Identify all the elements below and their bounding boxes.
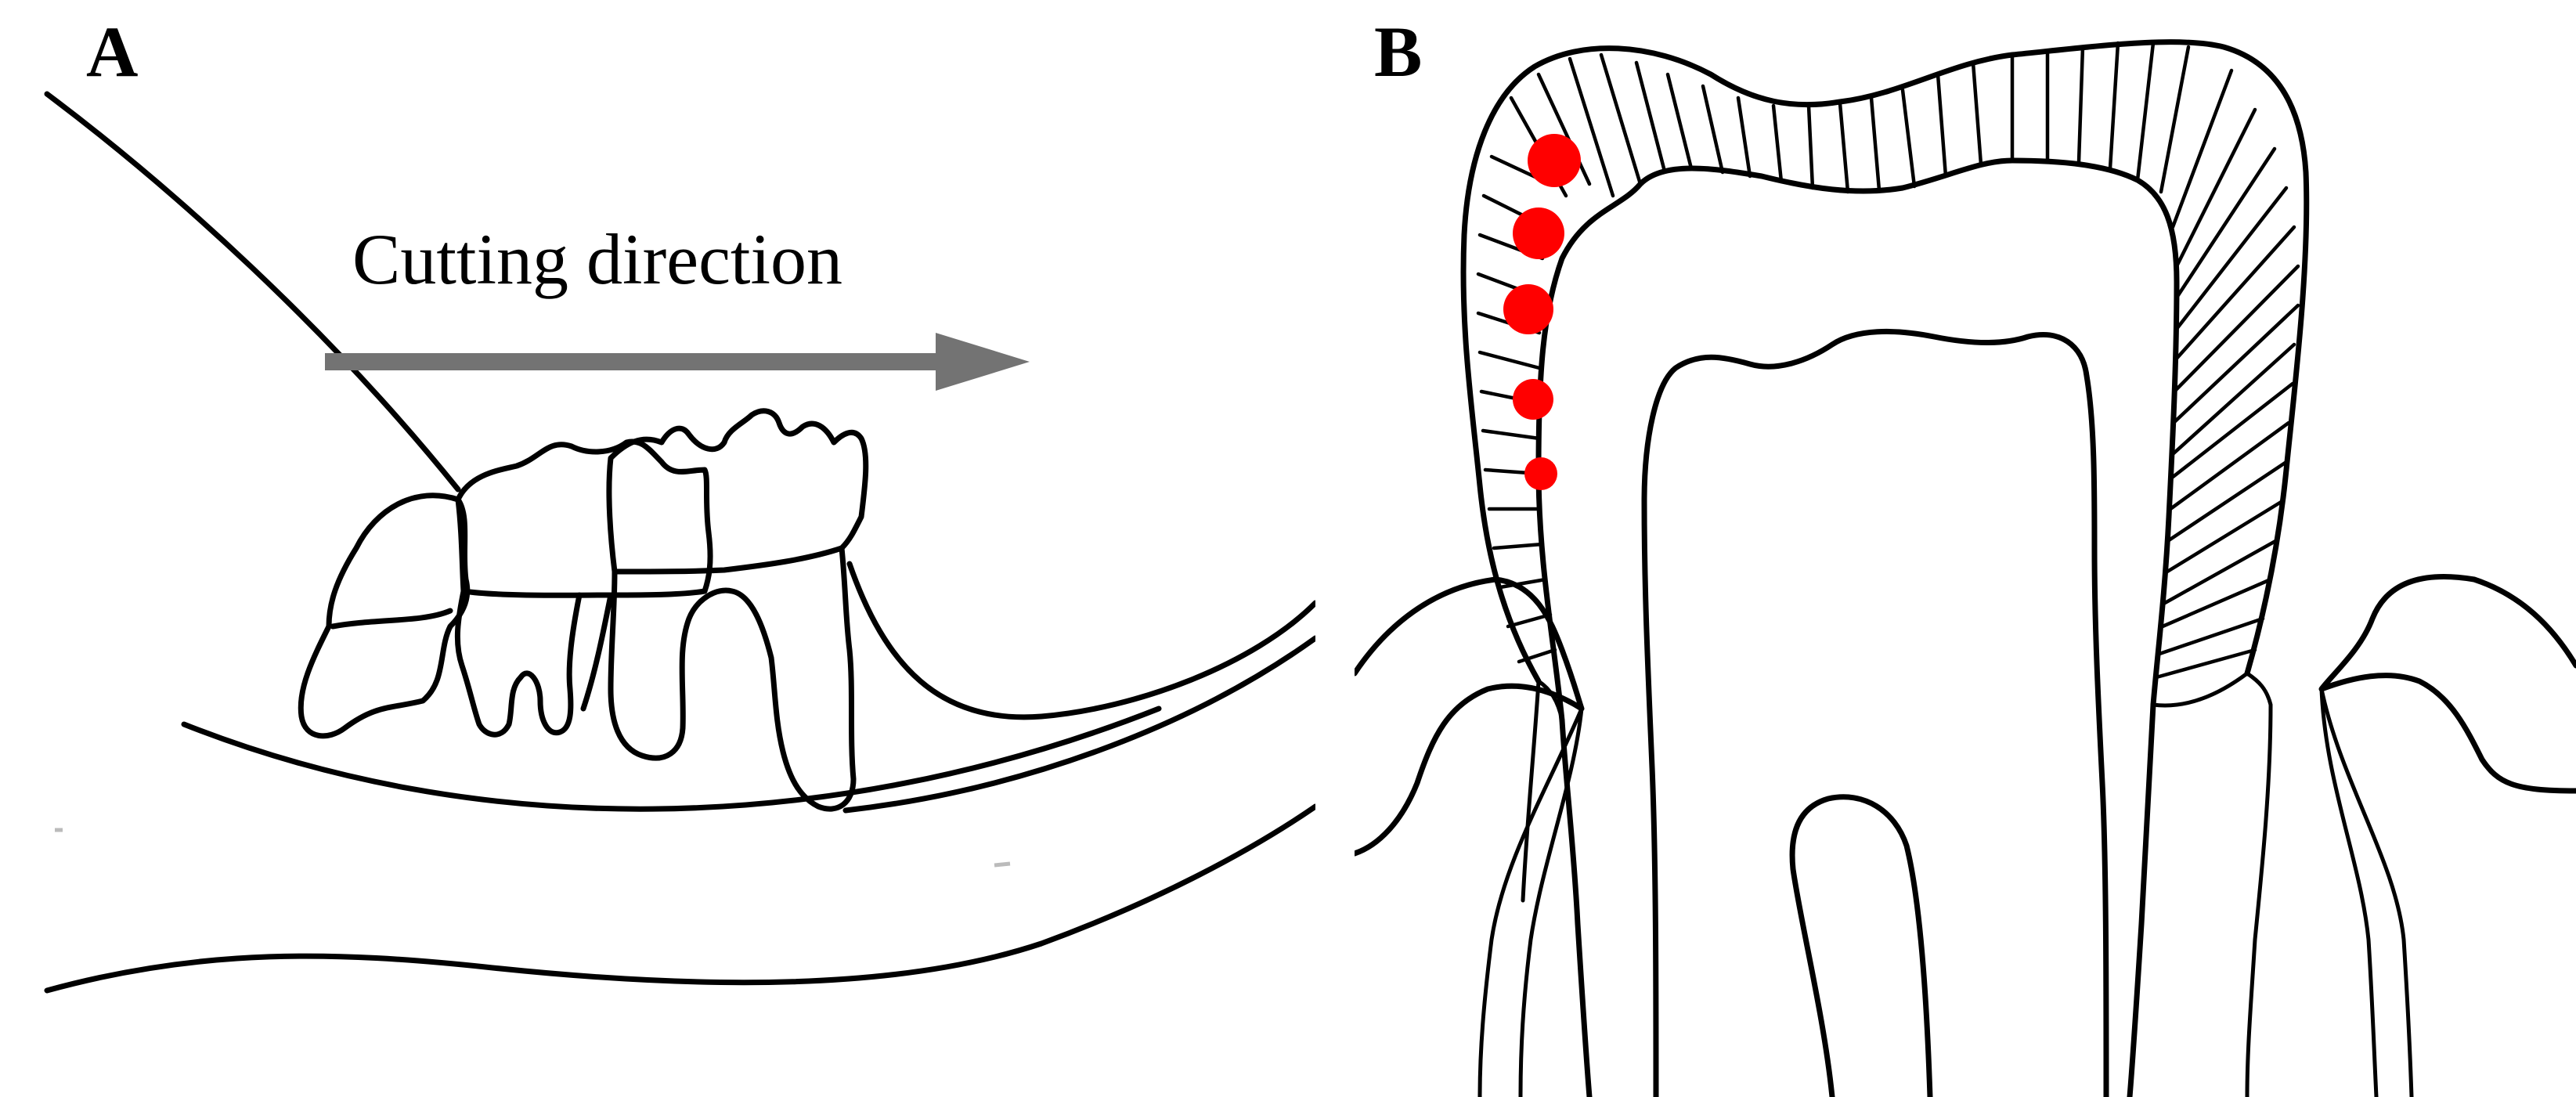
gingiva-curve-inner <box>842 635 1315 814</box>
pulp-chamber <box>1641 328 2109 1097</box>
cervical-line-left <box>1536 679 1564 723</box>
enamel-rod-line <box>1517 648 1557 664</box>
sample-point-dot <box>1513 207 1564 259</box>
enamel-rod-line <box>2167 460 2289 543</box>
enamel-rod-line <box>1900 88 1917 189</box>
enamel-rod-line <box>2170 68 2234 229</box>
enamel-rod-line <box>1736 96 1752 179</box>
enamel-rod-hatching <box>1476 41 2300 680</box>
sample-points <box>1503 134 1581 490</box>
enamel-rod-line <box>1634 60 1666 171</box>
tooth-tilted-premolar <box>298 493 471 739</box>
gingiva-right <box>2318 574 2576 794</box>
enamel-rod-line <box>1665 72 1694 171</box>
sample-point-dot <box>1528 134 1581 187</box>
enamel-rod-line <box>2135 41 2156 182</box>
panel-a: A Cutting direction <box>44 12 1315 994</box>
cervical-line-right <box>2245 671 2273 1097</box>
periodontal-line-left-2 <box>1518 706 1584 1097</box>
enamel-rod-line <box>1506 612 1553 629</box>
enamel-rod-line <box>2108 41 2120 171</box>
enamel-rod-line <box>1536 72 1592 186</box>
enamel-rod-line <box>2160 577 2273 629</box>
enamel-rod-line <box>1481 428 1542 441</box>
sample-point-dot <box>1513 379 1553 420</box>
enamel-rod-line <box>2173 225 2296 363</box>
enamel-rod-line <box>1971 60 1983 167</box>
panel-b: B <box>1355 0 2576 1097</box>
soft-tissue-line <box>44 91 461 493</box>
tooth-molar <box>606 408 869 812</box>
enamel-rod-line <box>1869 96 1881 193</box>
enamel-rod-line <box>1568 56 1615 198</box>
enamel-rod-line <box>2165 499 2285 574</box>
enamel-rod-line <box>2163 538 2279 605</box>
enamel-rod-line <box>1806 103 1815 190</box>
enamel-rod-line <box>2174 107 2257 269</box>
cutting-direction-arrow <box>325 333 1030 391</box>
sample-point-dot <box>1503 284 1553 334</box>
gingiva-curve <box>846 561 1315 720</box>
root-outer-left <box>1559 717 1593 1097</box>
tooth-premolar <box>454 438 713 738</box>
enamel-rod-line <box>2168 420 2291 511</box>
panel-a-drawing <box>44 91 1315 994</box>
dust-mark <box>994 861 1011 868</box>
periodontal-line-left <box>1477 706 1584 1097</box>
sample-point-dot <box>1524 457 1557 490</box>
alveolar-crest-line <box>181 705 1162 812</box>
enamel-rod-line <box>2172 264 2300 394</box>
enamel-rod-line <box>2171 303 2300 425</box>
enamel-rod-line <box>1838 101 1850 194</box>
root-surface-left <box>1521 679 1541 903</box>
enamel-rod-line <box>2157 616 2265 656</box>
enamel-rod-line <box>1498 577 1548 590</box>
enamel-rod-line <box>1936 72 1948 179</box>
cutting-direction-label: Cutting direction <box>352 219 843 299</box>
panel-b-label: B <box>1374 12 1423 92</box>
mandible-lower-border <box>44 803 1315 994</box>
enamel-rod-line <box>2076 45 2085 164</box>
enamel-rod-line <box>1492 542 1545 550</box>
enamel-rod-line <box>2159 45 2191 194</box>
enamel-outer-surface <box>1460 39 2310 684</box>
enamel-rod-line <box>2170 381 2295 480</box>
enamel-rod-line <box>2174 186 2289 331</box>
enamel-rod-line <box>2170 342 2296 456</box>
periodontal-line-right <box>2319 687 2414 1097</box>
enamel-rod-line <box>1701 84 1725 175</box>
enamel-rod-line <box>1599 52 1643 186</box>
enamel-rod-line <box>1771 103 1784 184</box>
root-outer-right <box>2127 702 2156 1097</box>
periodontal-line-right-2 <box>2319 687 2379 1097</box>
enamel-rod-line <box>2174 146 2277 300</box>
panel-a-label: A <box>86 12 139 92</box>
enamel-rod-line <box>1477 350 1542 370</box>
root-surface-right <box>2151 671 2249 708</box>
enamel-rod-line <box>2154 648 2257 680</box>
gingiva-left <box>1355 576 1585 857</box>
dentin-enamel-junction <box>1535 157 2180 724</box>
panel-b-drawing <box>1355 39 2576 1097</box>
root-canal <box>1789 794 1933 1097</box>
